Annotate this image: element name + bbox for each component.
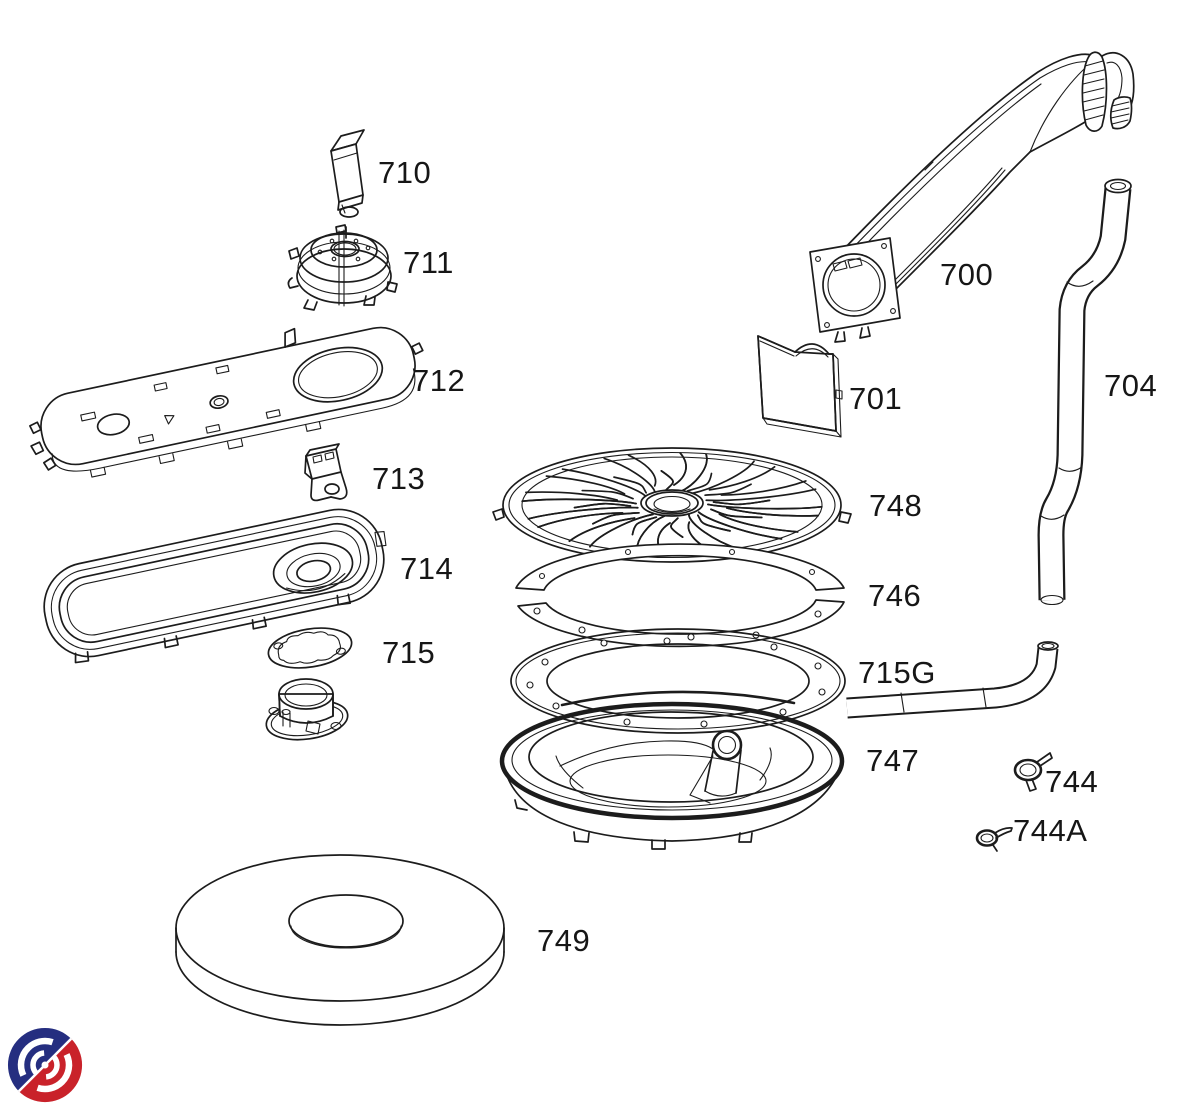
part-715G-sump-gasket <box>510 628 846 734</box>
part-label-744A: 744A <box>1013 813 1087 848</box>
part-744A-hose-clamp-small <box>975 827 1013 852</box>
part-711-pump-cover <box>287 224 398 311</box>
part-label-712: 712 <box>412 363 465 398</box>
part-714-drip-tray <box>43 508 387 664</box>
part-labels: 710 711 712 713 714 715 700 701 704 748 … <box>372 155 1157 958</box>
part-label-715: 715 <box>382 635 435 670</box>
part-749-insulation-ring <box>175 854 505 1026</box>
part-label-715G: 715G <box>858 655 936 690</box>
part-label-744: 744 <box>1045 764 1098 799</box>
diagram-line-art <box>29 51 1135 1026</box>
part-715-flange-gasket <box>267 627 353 669</box>
part-label-748: 748 <box>869 488 922 523</box>
part-701-cover-plate <box>757 335 843 438</box>
part-744-hose-clamp <box>1013 752 1053 792</box>
part-747-sump-basin <box>499 701 845 850</box>
logo-red-half <box>18 1038 83 1103</box>
part-713-bracket <box>304 443 348 502</box>
brand-logo <box>7 1027 83 1103</box>
part-712-base-plate <box>29 326 424 478</box>
part-label-714: 714 <box>400 551 453 586</box>
part-710-relay-box <box>330 129 365 218</box>
part-746-split-ring <box>515 543 845 648</box>
part-label-710: 710 <box>378 155 431 190</box>
part-label-704: 704 <box>1104 368 1157 403</box>
part-700-vent-duct <box>809 51 1135 343</box>
part-label-747: 747 <box>866 743 919 778</box>
part-747-outlet-elbow <box>846 641 1059 719</box>
part-label-701: 701 <box>849 381 902 416</box>
part-label-746: 746 <box>868 578 921 613</box>
part-748-filter-plate <box>492 447 852 563</box>
part-715-sleeve <box>265 678 349 741</box>
part-label-711: 711 <box>403 245 454 280</box>
part-704-drain-hose <box>1037 178 1132 606</box>
part-label-700: 700 <box>940 257 993 292</box>
part-label-749: 749 <box>537 923 590 958</box>
part-label-713: 713 <box>372 461 425 496</box>
logo-blue-half <box>7 1027 72 1092</box>
